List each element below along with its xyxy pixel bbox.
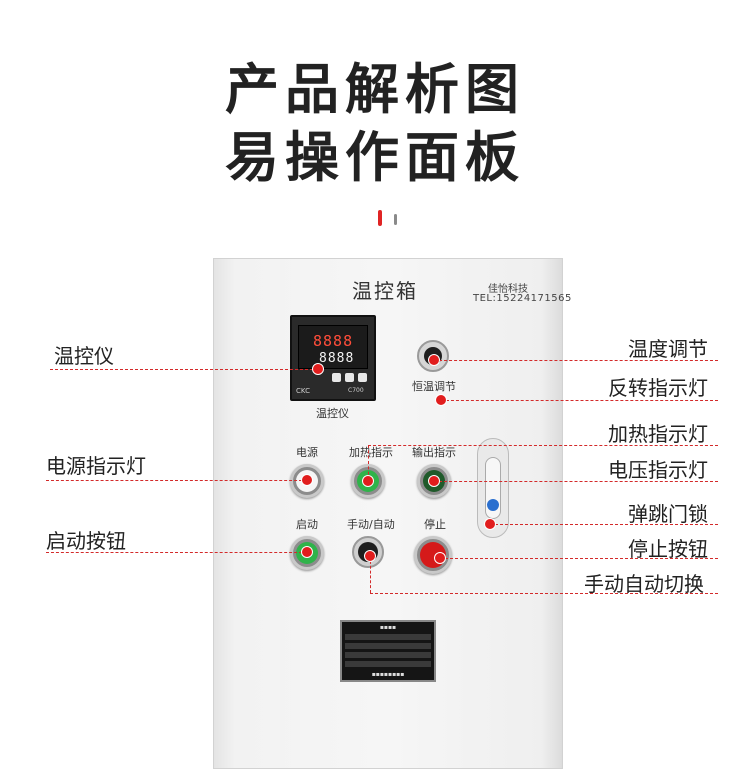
start-label: 启动 bbox=[296, 518, 318, 531]
callout-door-lock: 弹跳门锁 bbox=[628, 502, 708, 526]
callout-start-button: 启动按钮 bbox=[46, 529, 126, 553]
leader-line bbox=[370, 556, 371, 593]
power-label: 电源 bbox=[296, 446, 318, 459]
controller-model: C700 bbox=[348, 387, 364, 394]
controller-display: 8888 8888 bbox=[298, 325, 368, 369]
company-tel: TEL:15224171565 bbox=[473, 293, 572, 304]
marker-dot bbox=[362, 475, 374, 487]
manual-auto-label: 手动/自动 bbox=[347, 518, 395, 531]
leader-line bbox=[434, 481, 718, 482]
accent-mark-gray bbox=[394, 214, 397, 225]
company-name: 佳怡科技 bbox=[488, 284, 528, 295]
stop-button bbox=[414, 536, 452, 574]
callout-temperature-controller: 温控仪 bbox=[54, 344, 114, 368]
output-indicator-label: 输出指示 bbox=[412, 446, 456, 459]
controller-key bbox=[332, 373, 341, 382]
leader-line bbox=[50, 369, 318, 370]
leader-line bbox=[440, 558, 718, 559]
callout-heating-indicator: 加热指示灯 bbox=[608, 422, 708, 446]
controller-label: 温控仪 bbox=[316, 407, 349, 420]
marker-dot bbox=[484, 518, 496, 530]
heading-line-2: 易操作面板 bbox=[225, 126, 525, 189]
controller-key bbox=[358, 373, 367, 382]
info-icon bbox=[487, 499, 499, 511]
heading-line-1: 产品解析图 bbox=[225, 58, 525, 121]
controller-pv: 8888 bbox=[313, 332, 354, 350]
leader-line bbox=[441, 400, 718, 401]
marker-dot bbox=[301, 474, 313, 486]
temperature-controller: 8888 8888 CKC C700 bbox=[290, 315, 376, 401]
leader-line bbox=[434, 360, 718, 361]
accent-mark-red bbox=[378, 210, 382, 226]
spring-door-lock bbox=[477, 438, 509, 538]
callout-reverse-indicator: 反转指示灯 bbox=[608, 376, 708, 400]
marker-dot bbox=[364, 550, 376, 562]
controller-brand: CKC bbox=[296, 387, 310, 395]
nameplate: ▪▪▪▪ ▪▪▪▪▪▪▪▪ bbox=[340, 620, 436, 682]
callout-manual-auto-switch: 手动自动切换 bbox=[584, 572, 704, 596]
callout-stop-button: 停止按钮 bbox=[628, 537, 708, 561]
marker-dot bbox=[428, 354, 440, 366]
controller-key bbox=[345, 373, 354, 382]
leader-line bbox=[368, 445, 718, 446]
callout-temperature-adjust: 温度调节 bbox=[628, 337, 708, 361]
leader-line bbox=[370, 593, 718, 594]
marker-dot bbox=[301, 546, 313, 558]
marker-dot bbox=[428, 475, 440, 487]
heating-indicator-label: 加热指示 bbox=[349, 446, 393, 459]
callout-voltage-indicator: 电压指示灯 bbox=[608, 458, 708, 482]
leader-line bbox=[46, 552, 307, 553]
marker-dot bbox=[434, 552, 446, 564]
callout-power-indicator: 电源指示灯 bbox=[46, 454, 146, 478]
knob-label: 恒温调节 bbox=[412, 380, 456, 393]
leader-line bbox=[368, 445, 369, 480]
controller-sv: 8888 bbox=[319, 351, 355, 366]
leader-line bbox=[46, 480, 307, 481]
stop-label: 停止 bbox=[424, 518, 446, 531]
marker-dot bbox=[435, 394, 447, 406]
control-panel bbox=[213, 258, 563, 769]
marker-dot bbox=[312, 363, 324, 375]
leader-line bbox=[490, 524, 718, 525]
panel-title: 温控箱 bbox=[352, 279, 418, 303]
